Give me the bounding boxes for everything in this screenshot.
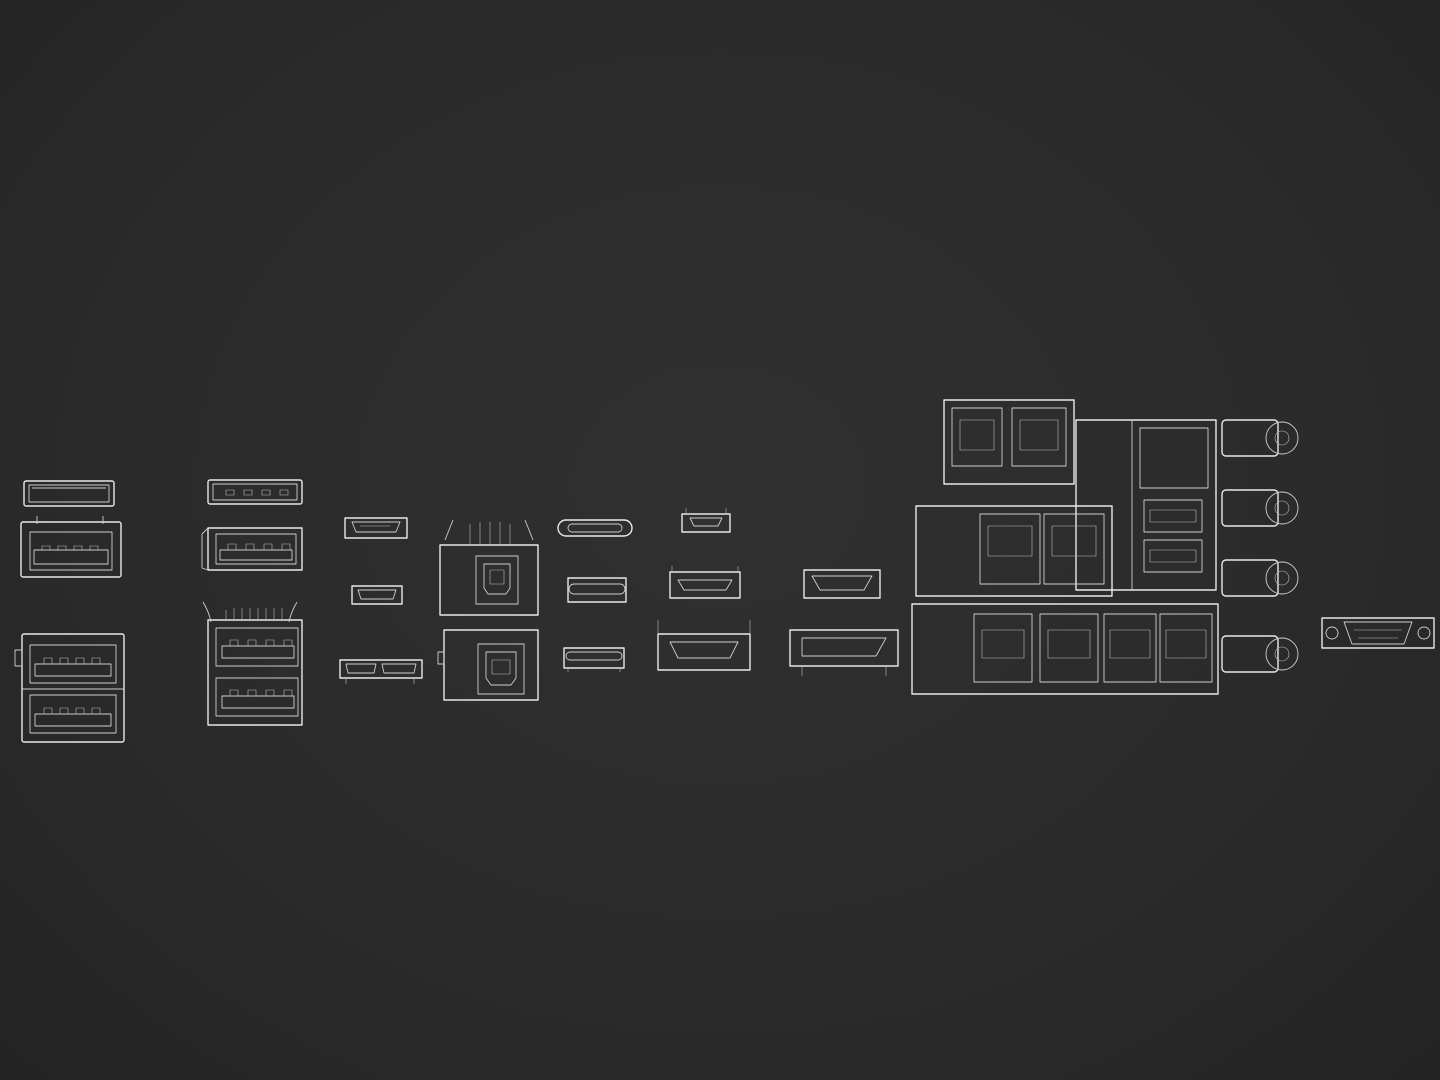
rj45-dual-port xyxy=(915,505,1113,597)
usb-c-connector-3 xyxy=(563,647,625,672)
usb-a-single-port xyxy=(20,516,122,578)
hdmi-connector-vertical xyxy=(657,620,751,671)
usb-a-angled-single-port xyxy=(201,527,303,571)
hdmi-connector-small xyxy=(803,569,881,599)
rj45-stacked-usb-right xyxy=(1075,419,1217,591)
mini-connector-1 xyxy=(681,508,731,533)
usb-a-connector-top-view xyxy=(23,480,115,507)
usb-c-connector-2 xyxy=(567,577,627,603)
micro-usb-3-connector xyxy=(339,659,423,684)
mini-hdmi-connector xyxy=(669,566,741,599)
usb-a-angled-double-port xyxy=(202,601,303,726)
micro-usb-connector-2 xyxy=(351,585,403,605)
rj45-quad-port xyxy=(911,603,1219,695)
rca-jack-1 xyxy=(1221,419,1299,457)
usb-a-double-port xyxy=(14,633,125,743)
usb-c-connector-1 xyxy=(557,519,633,537)
displayport-connector xyxy=(789,629,899,676)
rj45-stacked-usb-top xyxy=(943,399,1075,485)
usb-b-connector-top xyxy=(439,519,539,616)
micro-usb-connector-1 xyxy=(344,517,408,539)
rca-jack-2 xyxy=(1221,489,1299,527)
rca-jack-4 xyxy=(1221,635,1299,673)
rca-jack-3 xyxy=(1221,559,1299,597)
usb-a-connector-angled-top xyxy=(207,479,303,505)
d-sub-connector xyxy=(1321,617,1435,649)
usb-b-connector-bottom xyxy=(437,629,539,701)
